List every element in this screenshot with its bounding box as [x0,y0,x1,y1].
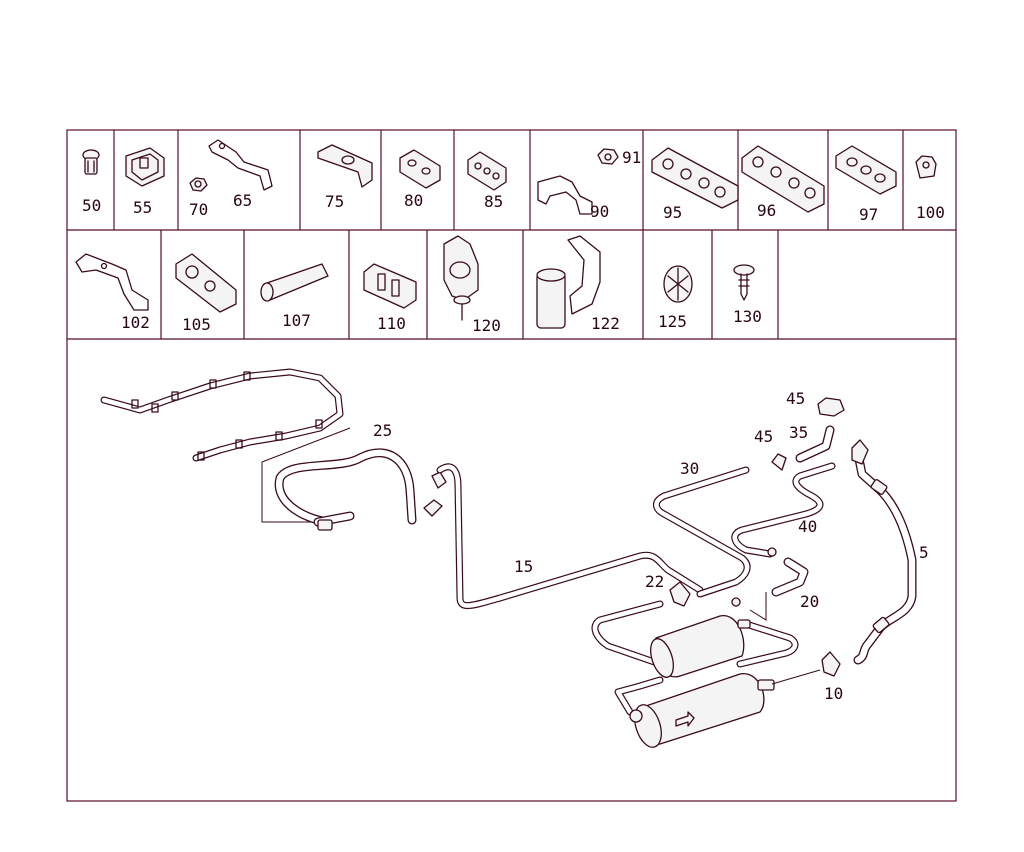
holder-icon [363,263,417,309]
part-number-label: 90 [590,202,609,221]
part-number-label: 102 [121,313,150,332]
holder-icon [125,147,165,187]
clip-22 [669,581,691,607]
callout-30: 30 [680,459,699,478]
callout-35: 35 [789,423,808,442]
callout-10: 10 [824,684,843,703]
part-number-label: 91 [622,148,641,167]
part-number-label: 95 [663,203,682,222]
callout-labels: 25 15 30 45 35 45 40 5 22 20 10 [373,389,929,703]
callout-5: 5 [919,543,929,562]
callout-45: 45 [786,389,805,408]
holder-icon [741,145,825,213]
holder-icon [399,149,441,189]
bracket-icon [208,139,273,191]
fuel-pump [614,669,821,748]
part-number-label: 107 [282,311,311,330]
callout-45: 45 [754,427,773,446]
fuel-rail-assembly [100,368,351,523]
callout-25: 25 [373,421,392,440]
nut-icon [189,177,208,192]
part-number-label: 130 [733,307,762,326]
grommet-icon [663,265,693,303]
fuel-filter [650,615,751,678]
holder-icon [835,145,897,195]
part-number-label: 50 [82,196,101,215]
part-number-label: 122 [591,314,620,333]
part-number-label: 55 [133,198,152,217]
hose-20 [749,557,809,621]
holder-icon [467,151,507,191]
fuel-line-30 [653,466,751,607]
holder-icon [175,253,237,313]
bracket-icon [317,144,373,188]
part-number-label: 80 [404,191,423,210]
nut-icon [597,148,619,165]
part-number-label: 65 [233,191,252,210]
fuel-hose-25 [274,448,447,531]
clamp-icon [536,235,601,329]
screw-icon [733,264,755,301]
clip-icon [82,149,100,175]
fuel-line-40 [731,462,836,558]
callout-22: 22 [645,572,664,591]
nut-icon [915,155,937,179]
callout-15: 15 [514,557,533,576]
clamp-icon [443,235,479,321]
fuel-hose-5 [851,439,917,665]
clamp-10 [821,651,841,677]
part-number-label: 125 [658,312,687,331]
part-number-label: 70 [189,200,208,219]
part-number-label: 105 [182,315,211,334]
part-number-label: 110 [377,314,406,333]
part-number-label: 120 [472,316,501,335]
part-number-label: 75 [325,192,344,211]
callout-20: 20 [800,592,819,611]
part-number-label: 97 [859,205,878,224]
fuel-line-15 [436,463,704,609]
parts-catalog-frame [66,129,957,802]
catalog-labels: 50 55 70 65 75 80 85 91 90 95 96 97 100 … [82,148,945,335]
holder-icon [651,147,739,209]
bracket-icon [75,253,149,311]
bracket-icon [537,175,593,215]
part-number-label: 96 [757,201,776,220]
sleeve-icon [260,263,329,302]
return-line [591,600,799,668]
hose-35 [771,397,845,471]
callout-40: 40 [798,517,817,536]
part-number-label: 85 [484,192,503,211]
part-number-label: 100 [916,203,945,222]
